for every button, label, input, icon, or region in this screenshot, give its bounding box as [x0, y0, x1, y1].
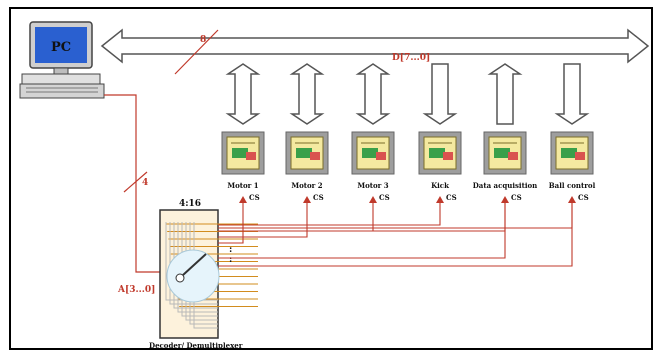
bus-connection-arrow — [225, 63, 261, 125]
chip-icon — [310, 152, 320, 160]
data-bus-width-label: 8 — [200, 35, 206, 45]
address-bus-width-label: 4 — [142, 178, 148, 188]
chip-select-label: CS — [249, 193, 260, 202]
decoder-internal-line — [177, 222, 218, 313]
bus-connection-arrow — [289, 63, 325, 125]
address-bus-label: A[3...0] — [117, 285, 155, 295]
module-label: Data acquisition — [473, 181, 538, 190]
module-motor-3: Motor 3 CS — [351, 63, 395, 202]
chip-icon — [246, 152, 256, 160]
chip-icon — [494, 148, 510, 158]
chip-icon — [575, 152, 585, 160]
module-motor-1: Motor 1 CS — [221, 63, 265, 202]
chip-select-arrowhead — [303, 196, 311, 203]
module-label: Motor 3 — [357, 181, 388, 190]
decoder-dots-1: : — [229, 245, 232, 255]
bus-connection-arrow — [554, 63, 590, 125]
chip-select-arrowhead — [369, 196, 377, 203]
chip-select-arrowhead — [436, 196, 444, 203]
data-bus-arrow — [100, 28, 650, 64]
module-label: Motor 1 — [227, 181, 258, 190]
chip-icon — [443, 152, 453, 160]
data-bus-label: D[7...0] — [392, 53, 430, 63]
chip-select-label: CS — [578, 193, 589, 202]
chip-icon — [561, 148, 577, 158]
switch-pivot — [175, 273, 185, 283]
chip-select-wire — [218, 203, 573, 267]
decoder-caption: Decoder/ Demultiplexer — [149, 341, 243, 350]
bus-connection-arrow — [422, 63, 458, 125]
module-label: Kick — [431, 181, 449, 190]
chip-select-arrowhead — [501, 196, 509, 203]
chip-select-label: CS — [446, 193, 457, 202]
chip-select-wire — [218, 203, 573, 229]
chip-select-wire — [218, 203, 374, 232]
decoder-internal-line — [173, 222, 218, 309]
chip-icon — [232, 148, 248, 158]
address-wire — [104, 94, 162, 273]
chip-select-wire — [218, 203, 244, 244]
address-bus-width-slash — [123, 171, 148, 193]
switch-dial — [166, 249, 220, 303]
chip-select-wire — [218, 203, 308, 238]
pc-computer-icon: PC — [19, 21, 105, 99]
decoder-internal-line — [169, 222, 218, 305]
chip-select-wire — [218, 203, 506, 232]
chip-icon — [376, 152, 386, 160]
chip-icon — [296, 148, 312, 158]
chip-select-label: CS — [313, 193, 324, 202]
module-label: Motor 2 — [291, 181, 322, 190]
pc-label: PC — [51, 40, 71, 55]
data-bus-width-slash — [174, 29, 219, 75]
chip-select-arrowhead — [239, 196, 247, 203]
decoder-title: 4:16 — [179, 199, 201, 209]
keyboard-icon — [21, 73, 101, 85]
chip-select-arrowhead — [568, 196, 576, 203]
bus-connection-arrow — [487, 63, 523, 125]
chip-icon — [429, 148, 445, 158]
chip-select-wire — [218, 203, 441, 226]
chip-icon — [362, 148, 378, 158]
module-motor-2: Motor 2 CS — [285, 63, 329, 202]
decoder-block: 4:16 Decoder/ Demultiplexer : : — [149, 199, 258, 350]
module-label: Ball control — [549, 181, 596, 190]
chip-select-wire — [218, 203, 506, 259]
monitor-screen — [35, 27, 87, 63]
switch-arm — [182, 253, 207, 276]
bus-connection-arrow — [355, 63, 391, 125]
decoder-dots-2: : — [229, 255, 232, 265]
chip-select-label: CS — [379, 193, 390, 202]
chip-select-label: CS — [511, 193, 522, 202]
chip-select-wires — [218, 196, 576, 267]
outer-border — [9, 7, 653, 350]
chip-icon — [508, 152, 518, 160]
